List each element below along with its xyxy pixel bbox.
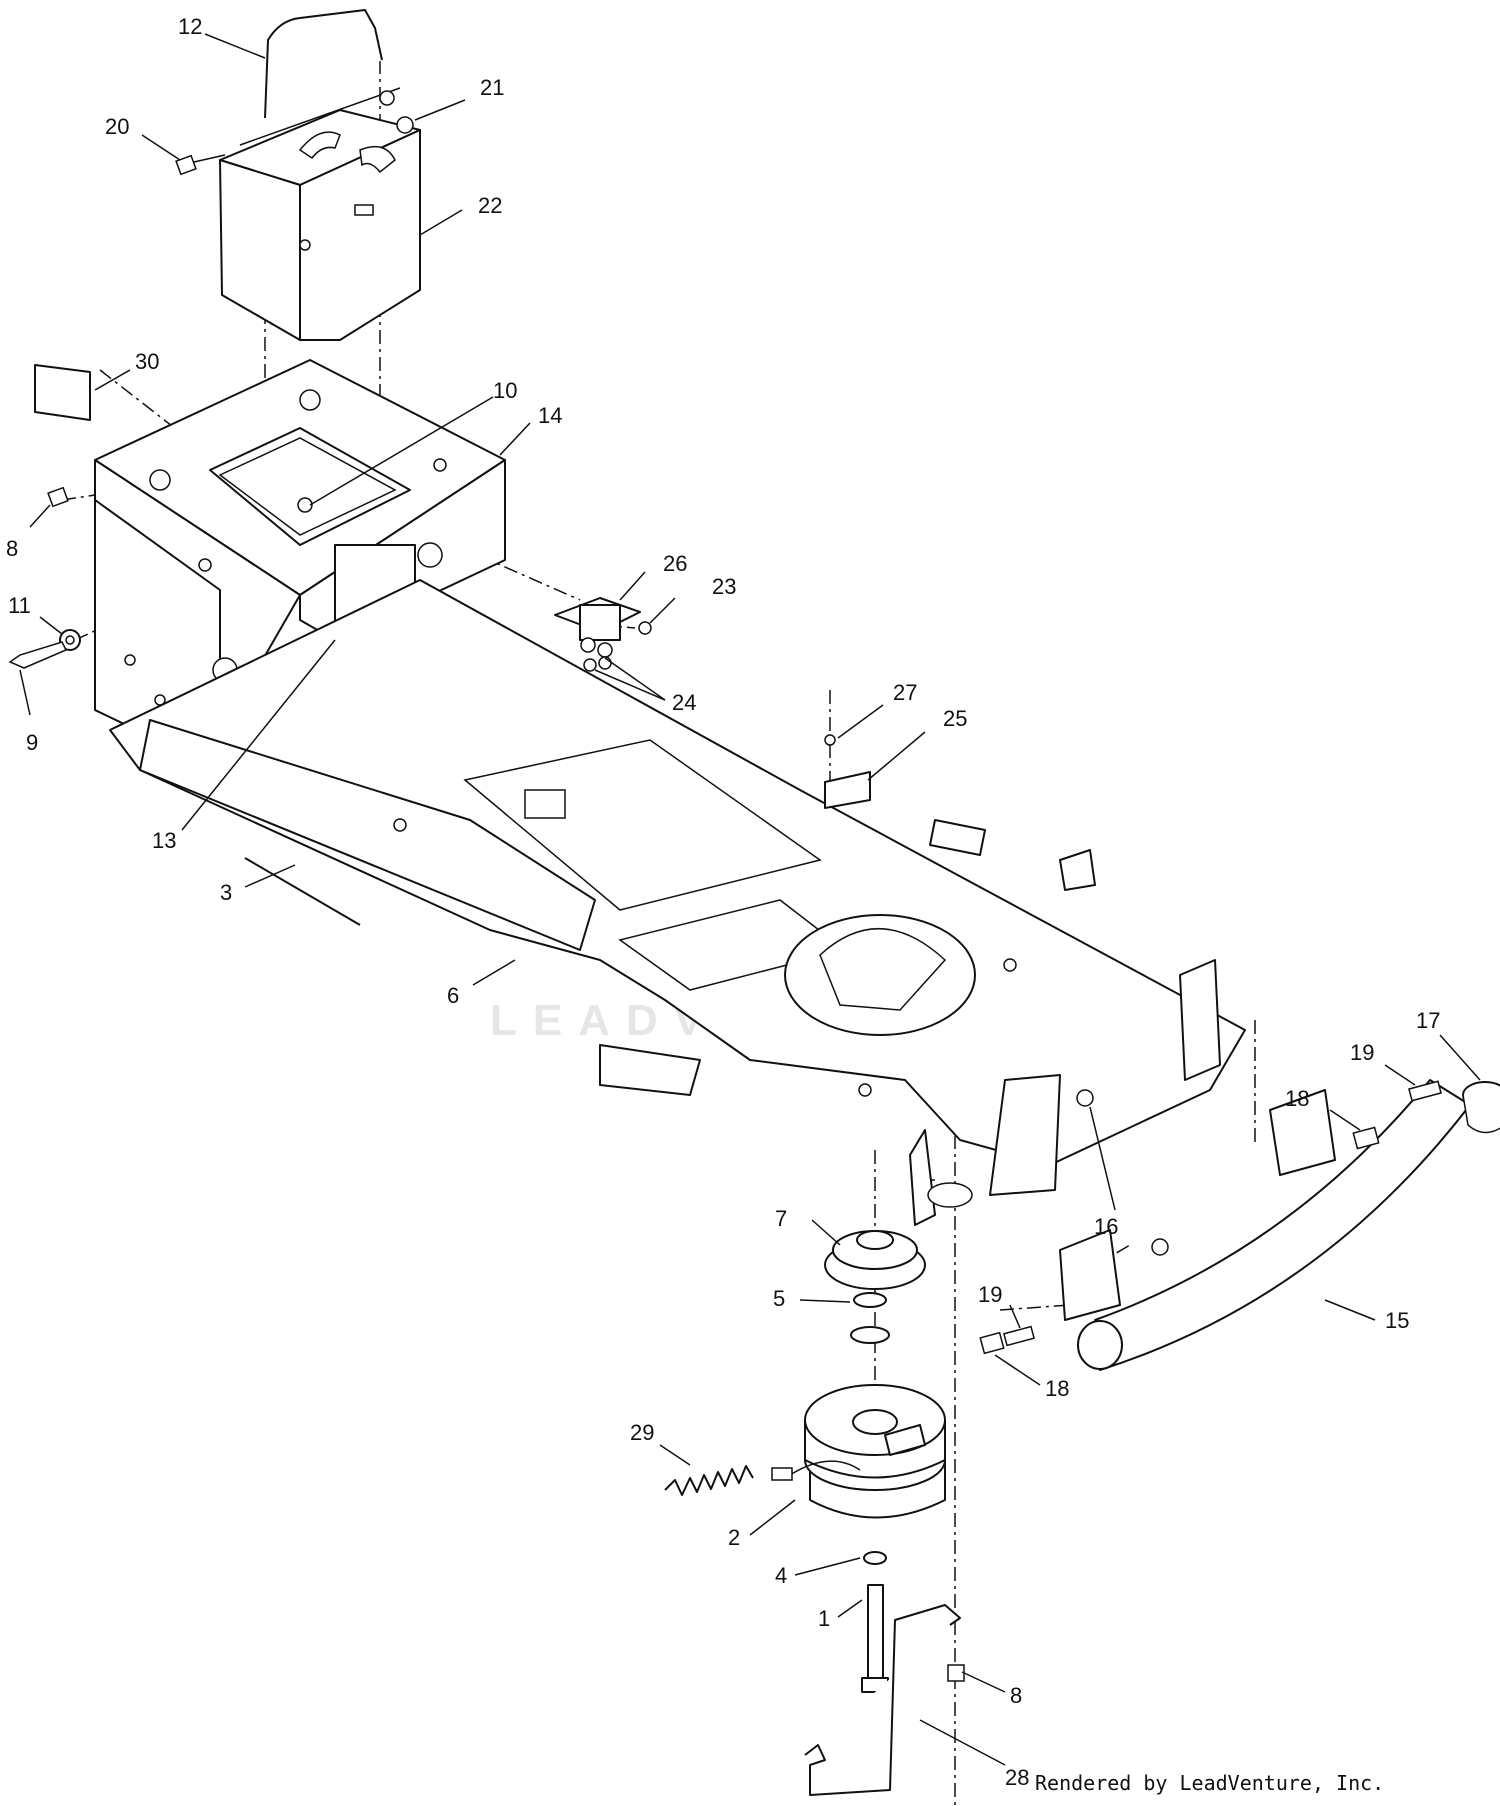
decal: [34, 364, 91, 421]
callout-22: 22: [478, 193, 502, 218]
callout-29: 29: [630, 1420, 654, 1445]
callout-3: 3: [220, 880, 232, 905]
nut-21: [379, 90, 414, 134]
callout-4: 4: [775, 1563, 787, 1588]
callout-16: 16: [1094, 1214, 1118, 1239]
callout-19-right: 19: [1350, 1040, 1374, 1065]
callout-9: 9: [26, 730, 38, 755]
left-hardware: [8, 486, 81, 669]
main-frame: [109, 579, 1246, 1226]
switch: [824, 734, 871, 809]
callout-leaders: [19, 33, 1481, 1766]
bushing: [1462, 1081, 1500, 1134]
callout-26: 26: [663, 551, 687, 576]
callout-14: 14: [538, 403, 562, 428]
credit-text: Rendered by LeadVenture, Inc.: [1035, 1771, 1384, 1795]
pto-rod: [804, 1604, 961, 1796]
callout-1: 1: [818, 1606, 830, 1631]
callout-5: 5: [773, 1286, 785, 1311]
callout-19-left: 19: [978, 1282, 1002, 1307]
callout-2: 2: [728, 1525, 740, 1550]
callout-15: 15: [1385, 1308, 1409, 1333]
callout-27: 27: [893, 680, 917, 705]
pulley: [824, 1230, 926, 1290]
callout-6: 6: [447, 983, 459, 1008]
battery: [219, 87, 421, 341]
callout-12: 12: [178, 14, 202, 39]
pivot-hardware: [979, 1080, 1442, 1355]
front-bar: [1059, 1079, 1471, 1371]
callout-28: 28: [1005, 1765, 1029, 1790]
callout-10: 10: [493, 378, 517, 403]
hold-down-rod: [264, 9, 383, 119]
callout-21: 21: [480, 75, 504, 100]
callout-24: 24: [672, 690, 696, 715]
cable-tie: [244, 857, 361, 926]
callout-30: 30: [135, 349, 159, 374]
callout-18-right: 18: [1285, 1086, 1309, 1111]
pto-clutch: [771, 1384, 946, 1519]
callout-8-bottom: 8: [1010, 1683, 1022, 1708]
callout-11: 11: [8, 593, 31, 618]
bolt-8-bottom: [947, 1664, 965, 1682]
callout-8-top: 8: [6, 536, 18, 561]
spring: [664, 1465, 754, 1496]
callout-18-left: 18: [1045, 1376, 1069, 1401]
callout-20: 20: [105, 114, 129, 139]
washers: [850, 1292, 890, 1344]
callout-13: 13: [152, 828, 176, 853]
callout-labels: 12 21 20 22 30 10 14 8 26 23 11 24 9 27 …: [6, 14, 1440, 1790]
callout-25: 25: [943, 706, 967, 731]
callout-17: 17: [1416, 1008, 1440, 1033]
clutch-bolt: [861, 1551, 889, 1693]
solenoid: [554, 597, 652, 672]
callout-23: 23: [712, 574, 736, 599]
callout-7: 7: [775, 1206, 787, 1231]
bolt-20: [175, 154, 226, 176]
